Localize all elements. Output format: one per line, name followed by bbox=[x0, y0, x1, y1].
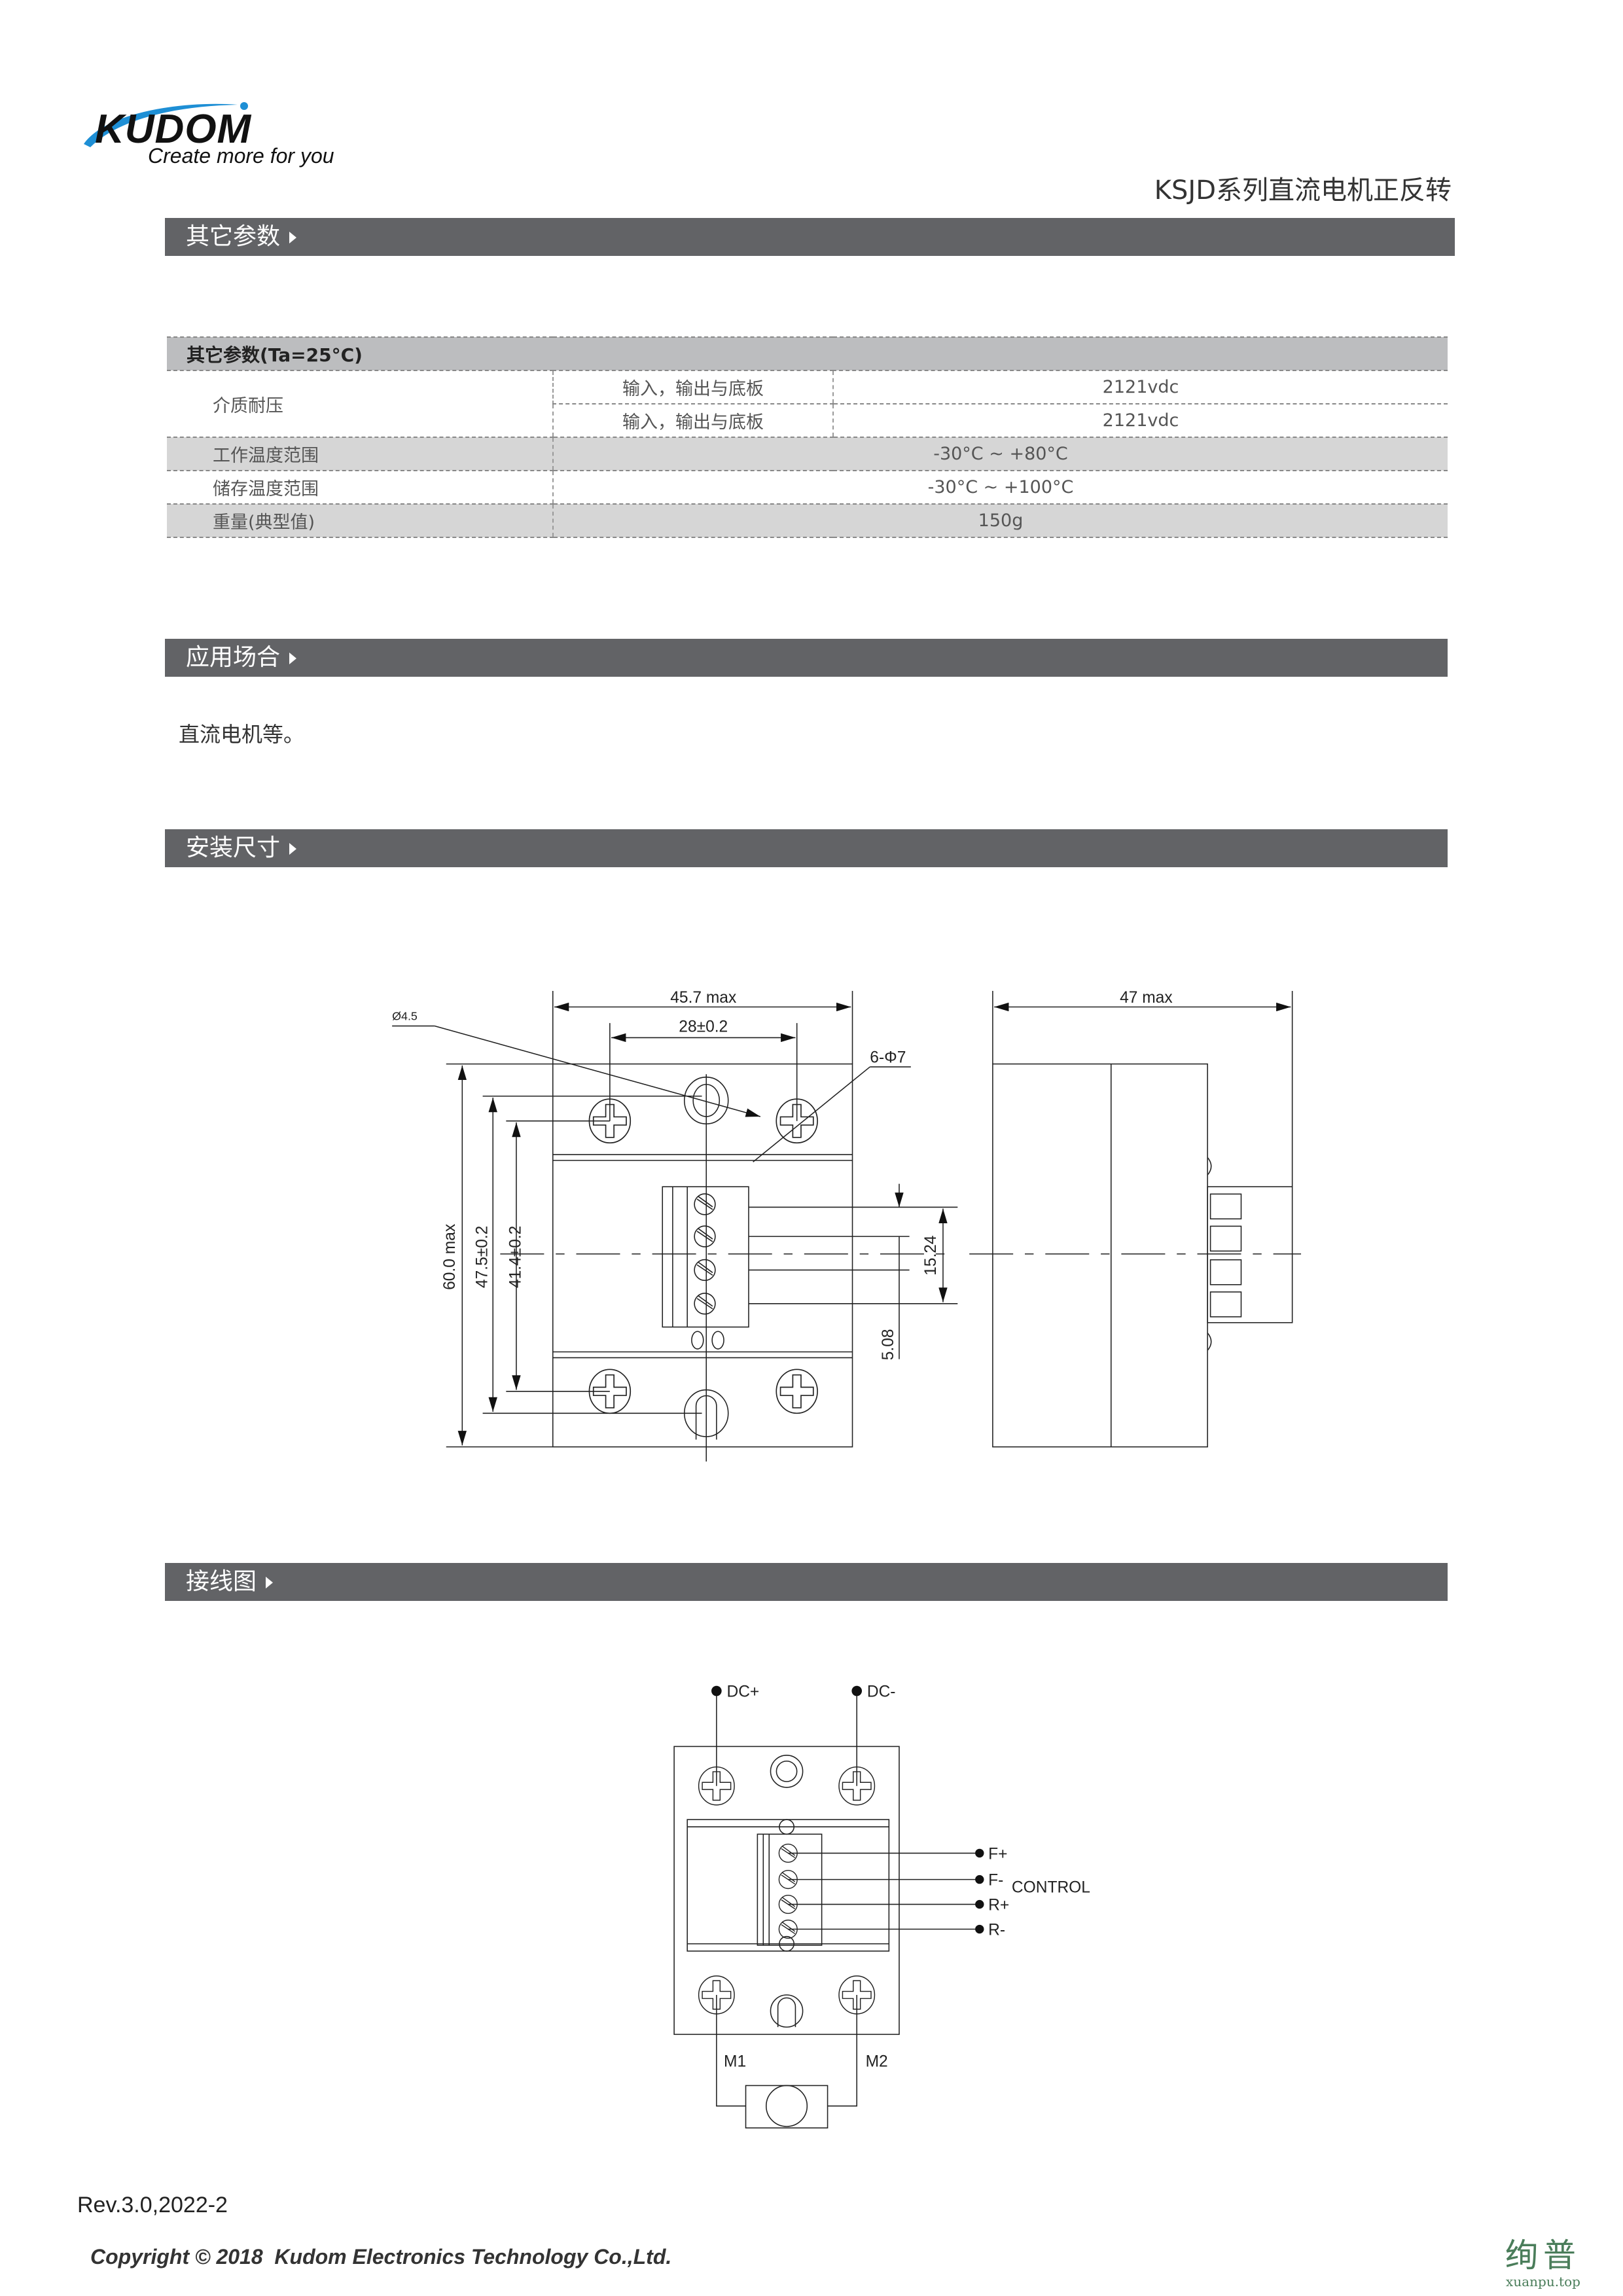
watermark-url: xuanpu.top bbox=[1506, 2274, 1580, 2289]
section-bar-dimensions: 安装尺寸 bbox=[165, 829, 1448, 867]
dim-pitch-total: 15.24 bbox=[922, 1235, 940, 1275]
logo-swoosh-icon bbox=[84, 102, 248, 147]
dimension-drawing-side bbox=[969, 990, 1302, 1448]
table-row: 重量(典型值) 150g bbox=[167, 503, 1448, 538]
screw-icon bbox=[776, 1369, 819, 1414]
wiring-diagram bbox=[673, 1691, 980, 2128]
row-value: -30°C ~ +80°C bbox=[552, 437, 1448, 471]
row-label: 工作温度范围 bbox=[167, 437, 553, 471]
logo-wordmark: KUDOM bbox=[95, 107, 252, 152]
device-body-front bbox=[552, 1063, 853, 1448]
triangle-right-icon bbox=[289, 843, 297, 855]
label-m2: M2 bbox=[866, 2053, 888, 2070]
dim-hole-spacing: 28±0.2 bbox=[679, 1018, 728, 1035]
terminal-dot-icon bbox=[975, 1924, 984, 1934]
row-value: 2121vdc bbox=[832, 370, 1448, 404]
section-bar-other-params: 其它参数 bbox=[165, 218, 1455, 256]
section-title: 其它参数 bbox=[186, 223, 281, 250]
dim-width-max: 45.7 max bbox=[670, 989, 737, 1007]
mount-hole-icon bbox=[770, 1994, 804, 2028]
dim-hole-dia: Ø4.5 bbox=[392, 1010, 418, 1023]
dimension-labels: 45.7 max 28±0.2 Ø4.5 6-Φ7 60.0 max 47.5±… bbox=[392, 989, 1173, 1360]
section-title: 安装尺寸 bbox=[186, 834, 281, 861]
row-label: 重量(典型值) bbox=[167, 503, 553, 538]
row-condition: 输入，输出与底板 bbox=[552, 403, 833, 438]
label-f-plus: F+ bbox=[988, 1845, 1007, 1863]
terminal-dot-icon bbox=[975, 1874, 984, 1884]
table-header-row: 其它参数(Ta=25°C) bbox=[167, 336, 1448, 371]
triangle-right-icon bbox=[266, 1577, 274, 1588]
revision-text: Rev.3.0,2022-2 bbox=[77, 2193, 228, 2217]
label-r-minus: R- bbox=[988, 1921, 1005, 1939]
table-row: 工作温度范围 -30°C ~ +80°C bbox=[167, 437, 1448, 471]
row-condition: 输入，输出与底板 bbox=[552, 370, 833, 404]
logo-tagline: Create more for you bbox=[148, 144, 334, 168]
watermark: 绚普 xuanpu.top bbox=[1505, 2237, 1581, 2289]
watermark-text: 绚普 bbox=[1505, 2236, 1581, 2274]
params-table: 其它参数(Ta=25°C) 介质耐压 输入，输出与底板 2121vdc 输入，输… bbox=[167, 336, 1448, 538]
dim-pitch: 5.08 bbox=[880, 1329, 897, 1360]
terminal-block bbox=[757, 1833, 823, 1946]
table-row: 介质耐压 输入，输出与底板 2121vdc bbox=[167, 370, 1448, 438]
document-title: KSJD系列直流电机正反转 bbox=[1154, 175, 1452, 206]
triangle-right-icon bbox=[289, 653, 297, 664]
dim-height-max: 60.0 max bbox=[441, 1223, 459, 1290]
label-m1: M1 bbox=[724, 2053, 746, 2070]
table-row: 储存温度范围 -30°C ~ +100°C bbox=[167, 470, 1448, 505]
row-label: 介质耐压 bbox=[167, 370, 553, 438]
triangle-right-icon bbox=[289, 232, 297, 243]
table-header: 其它参数(Ta=25°C) bbox=[167, 336, 1448, 371]
copyright-text: Copyright © 2018 Kudom Electronics Techn… bbox=[90, 2245, 672, 2269]
section-bar-application: 应用场合 bbox=[165, 639, 1448, 677]
terminal-block bbox=[662, 1186, 749, 1328]
label-r-plus: R+ bbox=[988, 1896, 1009, 1914]
row-value: 2121vdc bbox=[832, 403, 1448, 438]
table-row: 输入，输出与底板 2121vdc bbox=[167, 403, 1448, 438]
dim-depth-max: 47 max bbox=[1120, 989, 1173, 1007]
row-value: -30°C ~ +100°C bbox=[552, 470, 1448, 505]
section-title: 应用场合 bbox=[186, 644, 281, 671]
motor-icon bbox=[745, 2085, 829, 2128]
mount-hole-icon bbox=[770, 1755, 804, 1788]
label-f-minus: F- bbox=[988, 1872, 1003, 1890]
application-text: 直流电机等。 bbox=[179, 722, 305, 747]
dim-holes: 6-Φ7 bbox=[870, 1049, 906, 1066]
section-bar-wiring: 接线图 bbox=[165, 1563, 1448, 1601]
dim-h1: 47.5±0.2 bbox=[473, 1226, 491, 1288]
label-dc-minus: DC- bbox=[867, 1683, 896, 1700]
terminal-dot-icon bbox=[851, 1685, 863, 1696]
company-logo: KUDOM Create more for you bbox=[80, 92, 368, 177]
dim-h2: 41.4±0.2 bbox=[507, 1226, 525, 1288]
label-dc-plus: DC+ bbox=[726, 1683, 759, 1700]
terminal-dots bbox=[711, 1685, 984, 1934]
terminal-dot-icon bbox=[975, 1848, 984, 1858]
terminal-dot-icon bbox=[711, 1685, 722, 1696]
row-value: 150g bbox=[552, 503, 1448, 538]
section-title: 接线图 bbox=[186, 1568, 257, 1595]
device-body-wiring bbox=[673, 1746, 900, 2036]
dimension-drawing-front bbox=[392, 990, 958, 1462]
device-body-side bbox=[992, 1063, 1208, 1448]
row-label: 储存温度范围 bbox=[167, 470, 553, 505]
label-control: CONTROL bbox=[1012, 1879, 1090, 1897]
terminal-dot-icon bbox=[975, 1899, 984, 1909]
